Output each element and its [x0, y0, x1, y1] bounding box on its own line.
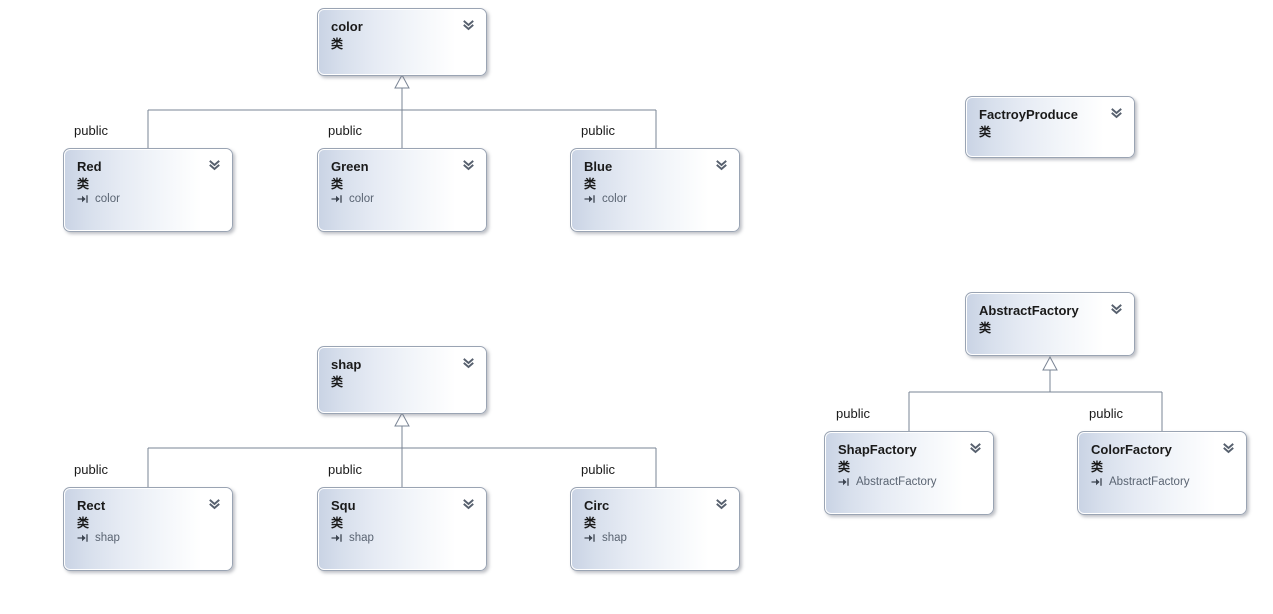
class-stereotype: 类	[331, 37, 344, 51]
base-class-name: color	[95, 193, 120, 205]
arrow-to-bar-icon	[331, 195, 342, 203]
edge-label-squ: public	[328, 462, 362, 477]
class-stereotype: 类	[979, 125, 992, 139]
double-chevron-down-icon[interactable]	[208, 498, 221, 511]
generalization-abstractfactory	[908, 355, 1163, 431]
class-title: ShapFactory	[838, 442, 917, 457]
class-box-color[interactable]: color 类	[317, 8, 487, 76]
class-title: Red	[77, 159, 102, 174]
class-stereotype: 类	[77, 177, 90, 191]
base-class-name: shap	[95, 532, 120, 544]
class-stereotype: 类	[584, 516, 597, 530]
class-stereotype: 类	[1091, 460, 1104, 474]
edge-label-rect: public	[74, 462, 108, 477]
class-title: FactroyProduce	[979, 107, 1078, 122]
class-title: shap	[331, 357, 362, 372]
base-class-name: AbstractFactory	[856, 476, 937, 488]
base-class-name: shap	[349, 532, 374, 544]
class-title: ColorFactory	[1091, 442, 1172, 457]
generalization-shap	[147, 411, 657, 487]
double-chevron-down-icon[interactable]	[715, 498, 728, 511]
double-chevron-down-icon[interactable]	[462, 19, 475, 32]
class-title: AbstractFactory	[979, 303, 1079, 318]
box-inner-highlight	[966, 97, 1134, 157]
double-chevron-down-icon[interactable]	[715, 159, 728, 172]
arrow-to-bar-icon	[77, 534, 88, 542]
class-title: color	[331, 19, 363, 34]
base-class-name: shap	[602, 532, 627, 544]
arrow-to-bar-icon	[1091, 478, 1102, 486]
double-chevron-down-icon[interactable]	[462, 159, 475, 172]
arrow-to-bar-icon	[584, 534, 595, 542]
class-stereotype: 类	[584, 177, 597, 191]
class-box-shap[interactable]: shap 类	[317, 346, 487, 414]
double-chevron-down-icon[interactable]	[1110, 303, 1123, 316]
double-chevron-down-icon[interactable]	[1110, 107, 1123, 120]
class-box-squ[interactable]: Squ 类 shap	[317, 487, 487, 571]
class-box-abstractfactory[interactable]: AbstractFactory 类	[965, 292, 1135, 356]
generalization-color	[147, 73, 657, 148]
class-stereotype: 类	[331, 375, 344, 389]
edge-label-circ: public	[581, 462, 615, 477]
class-stereotype: 类	[838, 460, 851, 474]
class-box-shapfactory[interactable]: ShapFactory 类 AbstractFactory	[824, 431, 994, 515]
double-chevron-down-icon[interactable]	[462, 357, 475, 370]
class-stereotype: 类	[77, 516, 90, 530]
class-box-red[interactable]: Red 类 color	[63, 148, 233, 232]
base-class-ref: shap	[584, 532, 627, 544]
base-class-ref: AbstractFactory	[1091, 476, 1190, 488]
double-chevron-down-icon[interactable]	[969, 442, 982, 455]
class-title: Green	[331, 159, 369, 174]
class-box-blue[interactable]: Blue 类 color	[570, 148, 740, 232]
class-title: Squ	[331, 498, 356, 513]
class-stereotype: 类	[979, 321, 992, 335]
class-box-factroyproduce[interactable]: FactroyProduce 类	[965, 96, 1135, 158]
class-title: Circ	[584, 498, 610, 513]
arrow-to-bar-icon	[77, 195, 88, 203]
arrow-to-bar-icon	[331, 534, 342, 542]
base-class-ref: color	[584, 193, 627, 205]
base-class-ref: color	[77, 193, 120, 205]
base-class-ref: shap	[331, 532, 374, 544]
base-class-ref: AbstractFactory	[838, 476, 937, 488]
class-title: Blue	[584, 159, 613, 174]
base-class-ref: shap	[77, 532, 120, 544]
base-class-name: AbstractFactory	[1109, 476, 1190, 488]
base-class-ref: color	[331, 193, 374, 205]
base-class-name: color	[602, 193, 627, 205]
edge-label-shapfactory: public	[836, 406, 870, 421]
edge-label-red: public	[74, 123, 108, 138]
class-stereotype: 类	[331, 177, 344, 191]
class-box-green[interactable]: Green 类 color	[317, 148, 487, 232]
edge-label-blue: public	[581, 123, 615, 138]
double-chevron-down-icon[interactable]	[208, 159, 221, 172]
edge-label-colorfactory: public	[1089, 406, 1123, 421]
class-box-circ[interactable]: Circ 类 shap	[570, 487, 740, 571]
class-box-colorfactory[interactable]: ColorFactory 类 AbstractFactory	[1077, 431, 1247, 515]
arrow-to-bar-icon	[584, 195, 595, 203]
class-stereotype: 类	[331, 516, 344, 530]
double-chevron-down-icon[interactable]	[1222, 442, 1235, 455]
base-class-name: color	[349, 193, 374, 205]
class-title: Rect	[77, 498, 106, 513]
class-box-rect[interactable]: Rect 类 shap	[63, 487, 233, 571]
arrow-to-bar-icon	[838, 478, 849, 486]
edge-label-green: public	[328, 123, 362, 138]
double-chevron-down-icon[interactable]	[462, 498, 475, 511]
